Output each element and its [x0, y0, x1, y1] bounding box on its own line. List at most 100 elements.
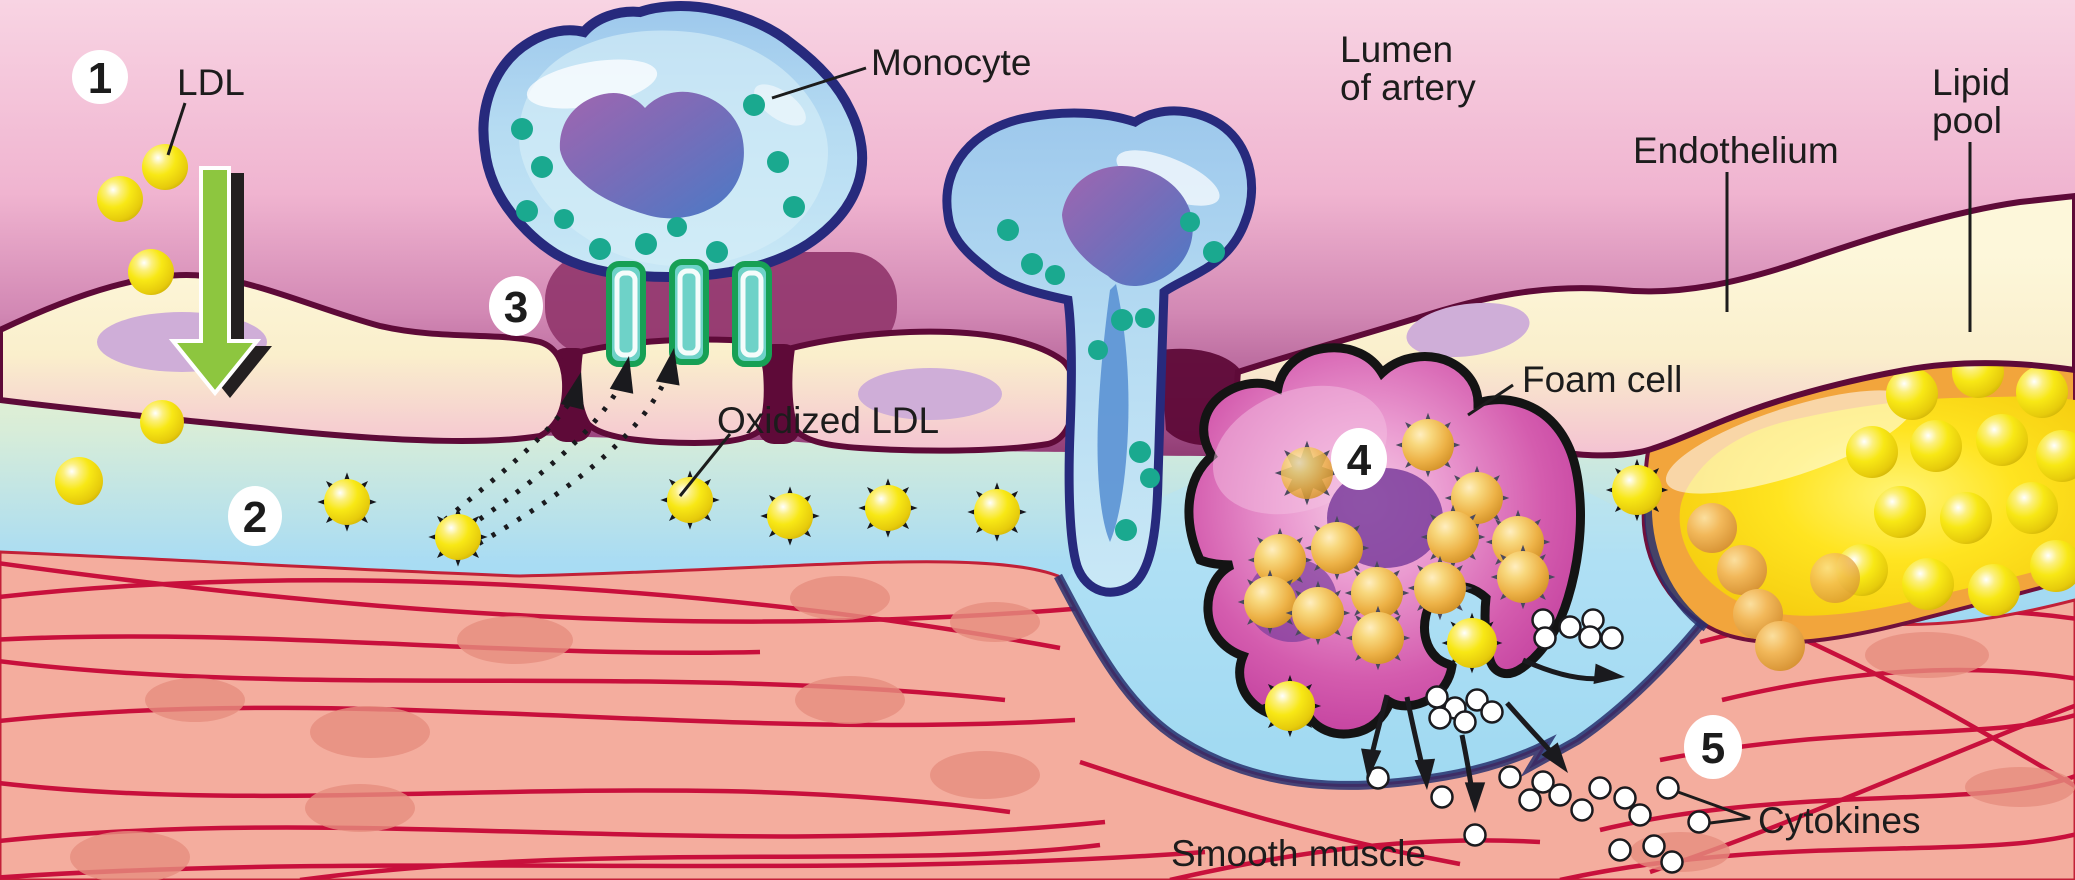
ingested-ldl-particles — [1237, 412, 1556, 671]
ingested-ldl — [1407, 555, 1473, 621]
monocyte-migrating — [942, 106, 1257, 597]
cytokine — [1558, 615, 1582, 639]
granule — [554, 209, 574, 229]
ingested-ldl — [1345, 605, 1411, 671]
granule — [667, 217, 687, 237]
step-badges: 1 2 3 4 5 — [72, 50, 1742, 779]
oxidized-ldl-particle — [1605, 458, 1669, 522]
ldl-label: LDL — [177, 62, 245, 103]
ldl-particles — [55, 144, 188, 505]
granule — [1203, 241, 1225, 263]
cytokine — [1428, 706, 1452, 730]
cytokine — [1518, 788, 1542, 812]
step-number-4: 4 — [1347, 436, 1372, 485]
cytokine — [1628, 803, 1652, 827]
oxidized-ldl-particles — [317, 458, 1669, 738]
granule — [516, 200, 538, 222]
annotations: LDL Monocyte Lumen of artery Endothelium… — [166, 29, 2010, 874]
step-badge-2: 2 — [228, 486, 282, 546]
ldl-uptake-arrows — [443, 345, 686, 554]
granule — [1129, 441, 1151, 463]
cytokine — [1533, 626, 1557, 650]
oxidized-ldl-particle — [660, 470, 720, 530]
step-number-3: 3 — [504, 283, 528, 332]
ldl-particle — [140, 400, 184, 444]
cytokine — [1531, 770, 1555, 794]
ldl-particle — [97, 176, 143, 222]
ldl-particle — [55, 457, 103, 505]
oxidized-ldl-particle — [428, 507, 488, 567]
ingested-ldl — [1444, 465, 1510, 531]
cytokine — [1660, 850, 1684, 874]
lipid-droplet — [1874, 486, 1926, 538]
endothelium-label: Endothelium — [1633, 130, 1839, 171]
oxidized-ldl-particle — [1258, 674, 1322, 738]
granule — [1180, 212, 1200, 232]
granule — [997, 219, 1019, 241]
lipid-pool — [1641, 346, 2075, 671]
ldl-particle — [128, 249, 174, 295]
cytokine — [1642, 834, 1666, 858]
oxidized-ldl-particle — [760, 486, 820, 546]
ingested-ldl — [1420, 504, 1486, 570]
lipid-pool-label-line2: pool — [1932, 100, 2002, 141]
granule — [767, 151, 789, 173]
granule — [1088, 340, 1108, 360]
step-number-5: 5 — [1701, 724, 1725, 773]
oxidized-ldl-in-notch — [1441, 612, 1503, 674]
ingested-ldl — [1395, 412, 1461, 478]
granule — [743, 94, 765, 116]
cytokines-label: Cytokines — [1758, 800, 1920, 841]
granule — [783, 196, 805, 218]
ingested-ldl — [1344, 560, 1410, 626]
step-number-1: 1 — [88, 54, 112, 103]
receptor — [606, 261, 646, 367]
cytokine-release — [1357, 608, 1711, 874]
step-badge-1: 1 — [72, 50, 128, 104]
lipid-droplet — [2006, 482, 2058, 534]
monocyte-pointer-line — [771, 66, 867, 100]
lipid-pool-label-line1: Lipid — [1932, 62, 2010, 103]
granule — [1135, 308, 1155, 328]
granule — [1045, 265, 1065, 285]
step-number-2: 2 — [243, 493, 267, 542]
cytokine — [1366, 766, 1390, 790]
monocyte-label: Monocyte — [871, 42, 1031, 83]
cytokine — [1656, 776, 1680, 800]
oxidized-ldl-label: Oxidized LDL — [717, 400, 939, 441]
granule — [531, 156, 553, 178]
lipid-droplet — [1902, 558, 1954, 610]
cytokine — [1453, 710, 1477, 734]
smooth-muscle-label: Smooth muscle — [1171, 833, 1426, 874]
cytokine — [1548, 783, 1572, 807]
lipid-droplet — [2030, 540, 2075, 592]
granule — [706, 241, 728, 263]
cytokine — [1608, 838, 1632, 862]
cytokine — [1588, 776, 1612, 800]
lipid-droplet — [1846, 426, 1898, 478]
ldl-pointer-line — [166, 102, 187, 156]
ingested-ldl — [1304, 515, 1370, 581]
lumen-label-line2: of artery — [1340, 67, 1476, 108]
lipid-pool-shadow-edge — [1643, 499, 1709, 632]
oxidized-ldl-pointer-line — [678, 433, 732, 497]
ingested-ldl — [1285, 580, 1351, 646]
lipid-droplet — [1910, 420, 1962, 472]
monocyte-sheen — [754, 84, 806, 126]
monocyte-migrating-granules — [997, 212, 1225, 541]
monocyte-migrating-nucleus — [1062, 166, 1193, 287]
step-badge-4: 4 — [1331, 428, 1387, 490]
monocyte-nucleus — [559, 91, 744, 219]
dispersal-arrows — [1357, 657, 1627, 813]
cytokine — [1498, 765, 1522, 789]
receptor — [732, 261, 772, 367]
ingested-ldl — [1247, 527, 1313, 593]
foam-cell-label: Foam cell — [1522, 359, 1682, 400]
oxidized-ldl-particle — [858, 478, 918, 538]
cytokine — [1480, 700, 1504, 724]
foam-cell — [1184, 343, 1585, 739]
granule — [635, 233, 657, 255]
cytokine — [1578, 625, 1602, 649]
cytokine — [1570, 798, 1594, 822]
